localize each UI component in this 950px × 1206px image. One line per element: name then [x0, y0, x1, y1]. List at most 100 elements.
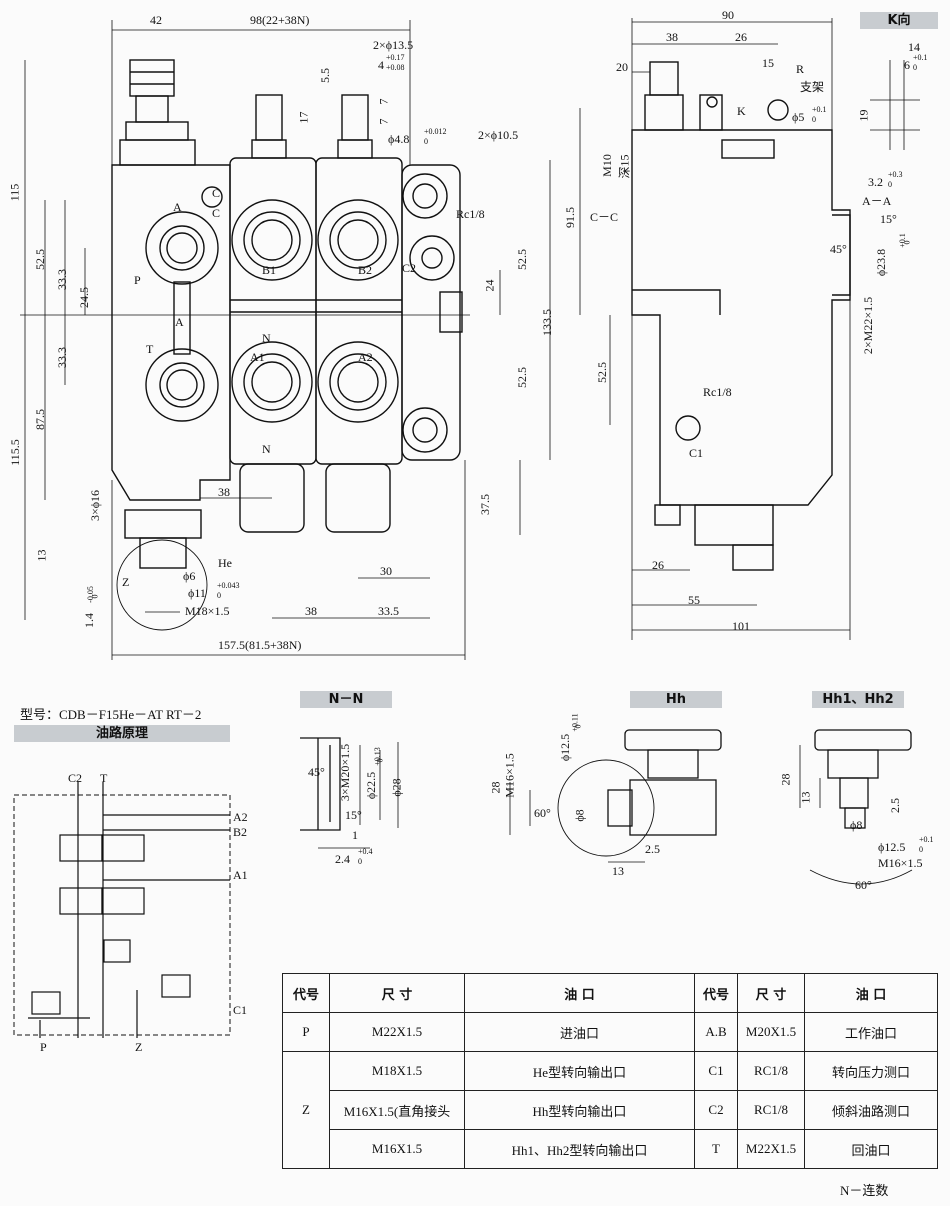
side-label-r: R — [796, 62, 805, 76]
table-cell-size: M18X1.5 — [329, 1051, 465, 1091]
table-cell-size2: M20X1.5 — [737, 1012, 805, 1052]
port-b2: B2 — [358, 263, 373, 277]
k-dim-6-tol: +0.1 — [913, 53, 928, 62]
table-cell-port2: 转向压力测口 — [804, 1051, 938, 1091]
label-he: He — [218, 556, 232, 570]
table-header-code: 代号 — [282, 973, 330, 1013]
dim-38a: 38 — [218, 485, 230, 499]
port-p: P — [134, 273, 141, 287]
circuit-label-c1: C1 — [233, 1003, 248, 1017]
side-label-support: 支架 — [800, 80, 825, 94]
table-cell-port: Hh1、Hh2型转向输出口 — [464, 1129, 695, 1169]
side-label-aa: A－A — [862, 194, 892, 208]
dim-4-tol: 4 — [378, 58, 384, 72]
side-dim-15: 15 — [762, 56, 774, 70]
hh12-dim-phi12-5-tol: +0.1 — [919, 835, 934, 844]
nn-dim-2-4-tol: +0.4 — [358, 847, 373, 856]
side-dim-3-2-tol: +0.3 — [888, 170, 903, 179]
circuit-label-b2: B2 — [233, 825, 248, 839]
dim-98: 98(22+38N) — [250, 13, 310, 27]
dim-phi11-tol-lo: 0 — [217, 591, 221, 600]
dim-phi6: ϕ6 — [183, 569, 196, 583]
port-a-mid: A — [175, 315, 184, 329]
side-dim-26a: 26 — [735, 30, 747, 44]
table-cell-size2: M22X1.5 — [737, 1129, 805, 1169]
hh12-banner: Hh1、Hh2 — [812, 691, 904, 708]
dim-phi11: ϕ11 — [188, 586, 206, 600]
side-dim-phi5: ϕ5 — [792, 110, 805, 124]
table-cell-port: 进油口 — [464, 1012, 695, 1052]
port-a1: A1 — [250, 350, 265, 364]
circuit-banner: 油路原理 — [14, 725, 230, 742]
port-b1: B1 — [262, 263, 277, 277]
table-cell-size2: RC1/8 — [737, 1090, 805, 1130]
hh12-dim-phi12-5-tol-lo: 0 — [919, 845, 923, 854]
table-row: M16X1.5 Hh1、Hh2型转向输出口 T M22X1.5 回油口 — [283, 1129, 938, 1169]
circuit-label-t: T — [100, 771, 108, 785]
table-cell-port2: 工作油口 — [804, 1012, 938, 1052]
dim-4-tol-lo: +0.08 — [386, 63, 405, 72]
port-c-top: C — [212, 186, 221, 200]
dim-42: 42 — [150, 13, 162, 27]
dim-38b: 38 — [305, 604, 317, 618]
table-cell-port2: 回油口 — [804, 1129, 938, 1169]
dim-2x10-5: 2×ϕ10.5 — [478, 128, 519, 142]
table-cell-size: M16X1.5 — [329, 1129, 465, 1169]
dim-m18: M18×1.5 — [185, 604, 230, 618]
hh12-dim-phi8: ϕ8 — [850, 818, 863, 832]
circuit-label-a1: A1 — [233, 868, 248, 882]
port-n-bottom: N — [262, 442, 271, 456]
k-dim-14: 14 — [908, 40, 920, 54]
port-spec-table: 代号 尺 寸 油 口 代号 尺 寸 油 口 P M22X1.5 进油口 A.B … — [282, 973, 938, 1169]
nn-banner: N－N — [300, 691, 392, 708]
side-dim-45deg: 45° — [830, 242, 847, 256]
dim-4-tol-up: +0.17 — [386, 53, 405, 62]
dim-phi4-8-tol-lo: 0 — [424, 137, 428, 146]
table-header-code2: 代号 — [694, 973, 738, 1013]
table-cell-code2: C2 — [694, 1090, 738, 1130]
table-header-port: 油 口 — [464, 973, 695, 1013]
circuit-label-a2: A2 — [233, 810, 248, 824]
hh12-dim-13: 13 — [798, 791, 813, 804]
k-view-banner: K向 — [860, 12, 938, 29]
table-cell-size: M22X1.5 — [329, 1012, 465, 1052]
dim-157-5: 157.5(81.5+38N) — [218, 638, 302, 652]
side-label-k: K — [737, 104, 746, 118]
table-cell-code: P — [282, 1012, 330, 1052]
hh12-dim-m16: M16×1.5 — [878, 856, 923, 870]
table-cell-code: Z — [282, 1051, 330, 1169]
circuit-label-z: Z — [135, 1040, 143, 1054]
k-dim-6: 6 — [904, 58, 910, 72]
label-z: Z — [122, 575, 130, 589]
hh-banner: Hh — [630, 691, 722, 708]
circuit-label-c2: C2 — [68, 771, 83, 785]
side-label-cc: C－C — [590, 210, 619, 224]
hh12-dim-phi12-5: ϕ12.5 — [878, 840, 906, 854]
side-dim-90: 90 — [722, 8, 734, 22]
k-dim-6-tol-lo: 0 — [913, 63, 917, 72]
port-a2: A2 — [358, 350, 373, 364]
dim-phi4-8-tol: +0.012 — [424, 127, 447, 136]
table-cell-size: M16X1.5(直角接头 — [329, 1090, 465, 1130]
table-cell-code2: C1 — [694, 1051, 738, 1091]
dim-2x13-5: 2×ϕ13.5 — [373, 38, 414, 52]
side-label-c1: C1 — [689, 446, 704, 460]
dim-30: 30 — [380, 564, 392, 578]
dim-rc18: Rc1/8 — [456, 207, 485, 221]
side-dim-55: 55 — [688, 593, 700, 607]
side-dim-101: 101 — [732, 619, 750, 633]
hh12-dim-60: 60° — [855, 878, 872, 892]
footnote: N－连数 — [840, 1183, 889, 1198]
side-dim-26b: 26 — [652, 558, 664, 572]
table-cell-port: Hh型转向输出口 — [464, 1090, 695, 1130]
side-dim-phi5-tol-lo: 0 — [812, 115, 816, 124]
side-dim-phi5-tol: +0.1 — [812, 105, 827, 114]
port-t: T — [146, 342, 154, 356]
table-header-size: 尺 寸 — [329, 973, 465, 1013]
side-dim-20: 20 — [616, 60, 628, 74]
table-cell-size2: RC1/8 — [737, 1051, 805, 1091]
